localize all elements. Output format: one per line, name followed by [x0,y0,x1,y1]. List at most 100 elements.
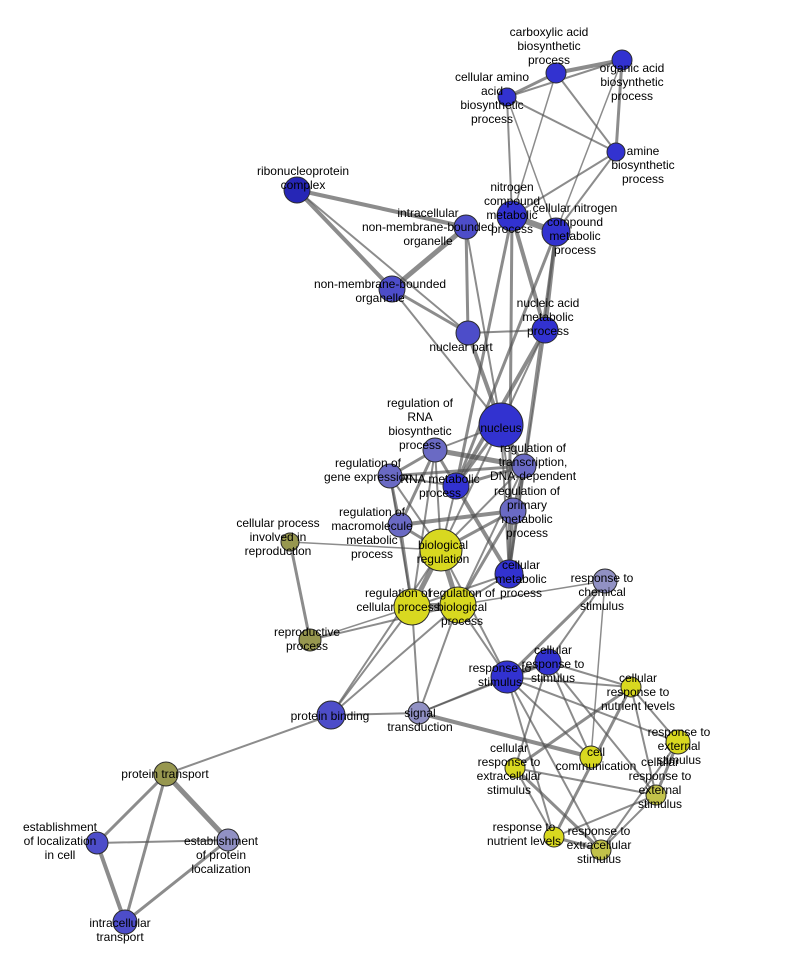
node-nucleic_acid_mp[interactable] [531,316,559,344]
node-reg_macromolecule_mp[interactable] [387,512,413,538]
edge-protein_transport--est_localization_in_cell [95,772,168,845]
edge-nmb_organelle--nuclear_part [390,287,470,335]
node-reg_cellular_process[interactable] [393,588,431,626]
node-reg_rna_bp[interactable] [422,437,448,463]
edge-carboxylic_acid_bp--amine_bp [555,72,617,153]
node-protein_binding[interactable] [316,700,346,730]
node-reg_biological_process[interactable] [439,586,477,624]
node-reg_gene_expression[interactable] [377,463,403,489]
edge-cellular_amino_acid_bp--amine_bp [506,96,617,153]
node-cellular_mp[interactable] [494,559,524,589]
node-cellular_response_external[interactable] [645,784,667,806]
edge-response_chemical_stimulus--cell_communication [590,580,606,758]
node-reg_transcription[interactable] [511,453,537,479]
edge-rna_mp--cellular_mp [454,484,511,576]
node-response_external_stimulus[interactable] [665,729,691,755]
node-ribonucleoprotein_complex[interactable] [283,176,311,204]
edge-nucleus--biological_regulation [440,424,502,551]
node-biological_regulation[interactable] [419,528,463,572]
edge-organic_acid_bp--amine_bp [614,58,624,154]
node-cell_communication[interactable] [579,745,603,769]
node-nmb_organelle[interactable] [378,275,406,303]
node-cellular_process_reproduction[interactable] [280,532,300,552]
edge-cellular_nitrogen_compound_mp--rna_mp [454,230,558,488]
node-est_localization_in_cell[interactable] [85,831,109,855]
edge-reg_gene_expression--reg_cellular_process [389,475,413,608]
node-protein_transport[interactable] [153,761,179,787]
node-est_protein_localization[interactable] [216,828,240,852]
node-cellular_response_extracellular[interactable] [504,757,526,779]
node-reproductive_process[interactable] [298,628,322,652]
node-intracellular_transport[interactable] [112,909,138,935]
edge-protein_transport--est_protein_localization [163,771,231,843]
edge-organic_acid_bp--cellular_nitrogen_compound_mp [555,59,623,233]
edge-reg_transcription--reg_gene_expression [388,464,526,478]
node-rna_mp[interactable] [442,472,470,500]
node-signal_transduction[interactable] [407,701,431,725]
edge-reg_rna_bp--reg_macromolecule_mp [398,448,437,527]
node-cellular_response_nutrient[interactable] [620,676,642,698]
edge-protein_binding--biological_regulation [330,549,442,716]
node-response_nutrient_levels[interactable] [543,826,565,848]
edge-cellular_process_reproduction--biological_regulation [289,541,442,551]
edge-ribonucleoprotein_complex--intracellular_nmb_organelle [295,188,468,229]
edge-carboxylic_acid_bp--nitrogen_compound_mp [511,72,557,217]
edge-amine_bp--nitrogen_compound_mp [511,151,617,217]
node-amine_bp[interactable] [606,142,626,162]
edge-ribonucleoprotein_complex--nuclear_part [296,189,469,334]
node-carboxylic_acid_bp[interactable] [545,62,567,84]
edge-intracellular_nmb_organelle--nuclear_part [464,225,470,335]
nodes-layer [85,49,691,935]
edge-response_chemical_stimulus--cellular_response_stimulus [547,580,606,663]
edge-protein_binding--reg_cellular_process [330,606,413,716]
node-response_stimulus[interactable] [490,660,524,694]
edge-response_stimulus--response_extracellular_stimulus [506,676,602,851]
node-label-protein_binding: protein binding [291,709,370,723]
edge-cellular_response_extracellular--response_nutrient_levels [514,767,555,838]
node-cellular_amino_acid_bp[interactable] [497,87,517,107]
node-nucleus[interactable] [478,402,524,448]
node-reg_primary_mp[interactable] [499,497,527,525]
node-nitrogen_compound_mp[interactable] [496,200,528,232]
edge-response_stimulus--cell_communication [506,676,592,758]
node-cellular_response_stimulus[interactable] [534,648,562,676]
edge-response_chemical_stimulus--response_stimulus [505,579,607,679]
edge-cellular_amino_acid_bp--cellular_nitrogen_compound_mp [506,96,557,233]
node-organic_acid_bp[interactable] [611,49,633,71]
node-intracellular_nmb_organelle[interactable] [453,214,479,240]
node-cellular_nitrogen_compound_mp[interactable] [541,217,571,247]
node-response_extracellular_stimulus[interactable] [590,839,612,861]
edge-cellular_amino_acid_bp--nitrogen_compound_mp [506,96,513,217]
edge-reg_primary_mp--reg_macromolecule_mp [398,509,515,527]
node-nuclear_part[interactable] [455,320,481,346]
edge-response_extracellular_stimulus--cellular_response_external [600,794,657,851]
edge-protein_binding--protein_transport [165,714,332,775]
edge-carboxylic_acid_bp--organic_acid_bp [554,58,624,75]
edge-response_nutrient_levels--cellular_response_external [553,794,657,838]
node-response_chemical_stimulus[interactable] [592,568,618,594]
